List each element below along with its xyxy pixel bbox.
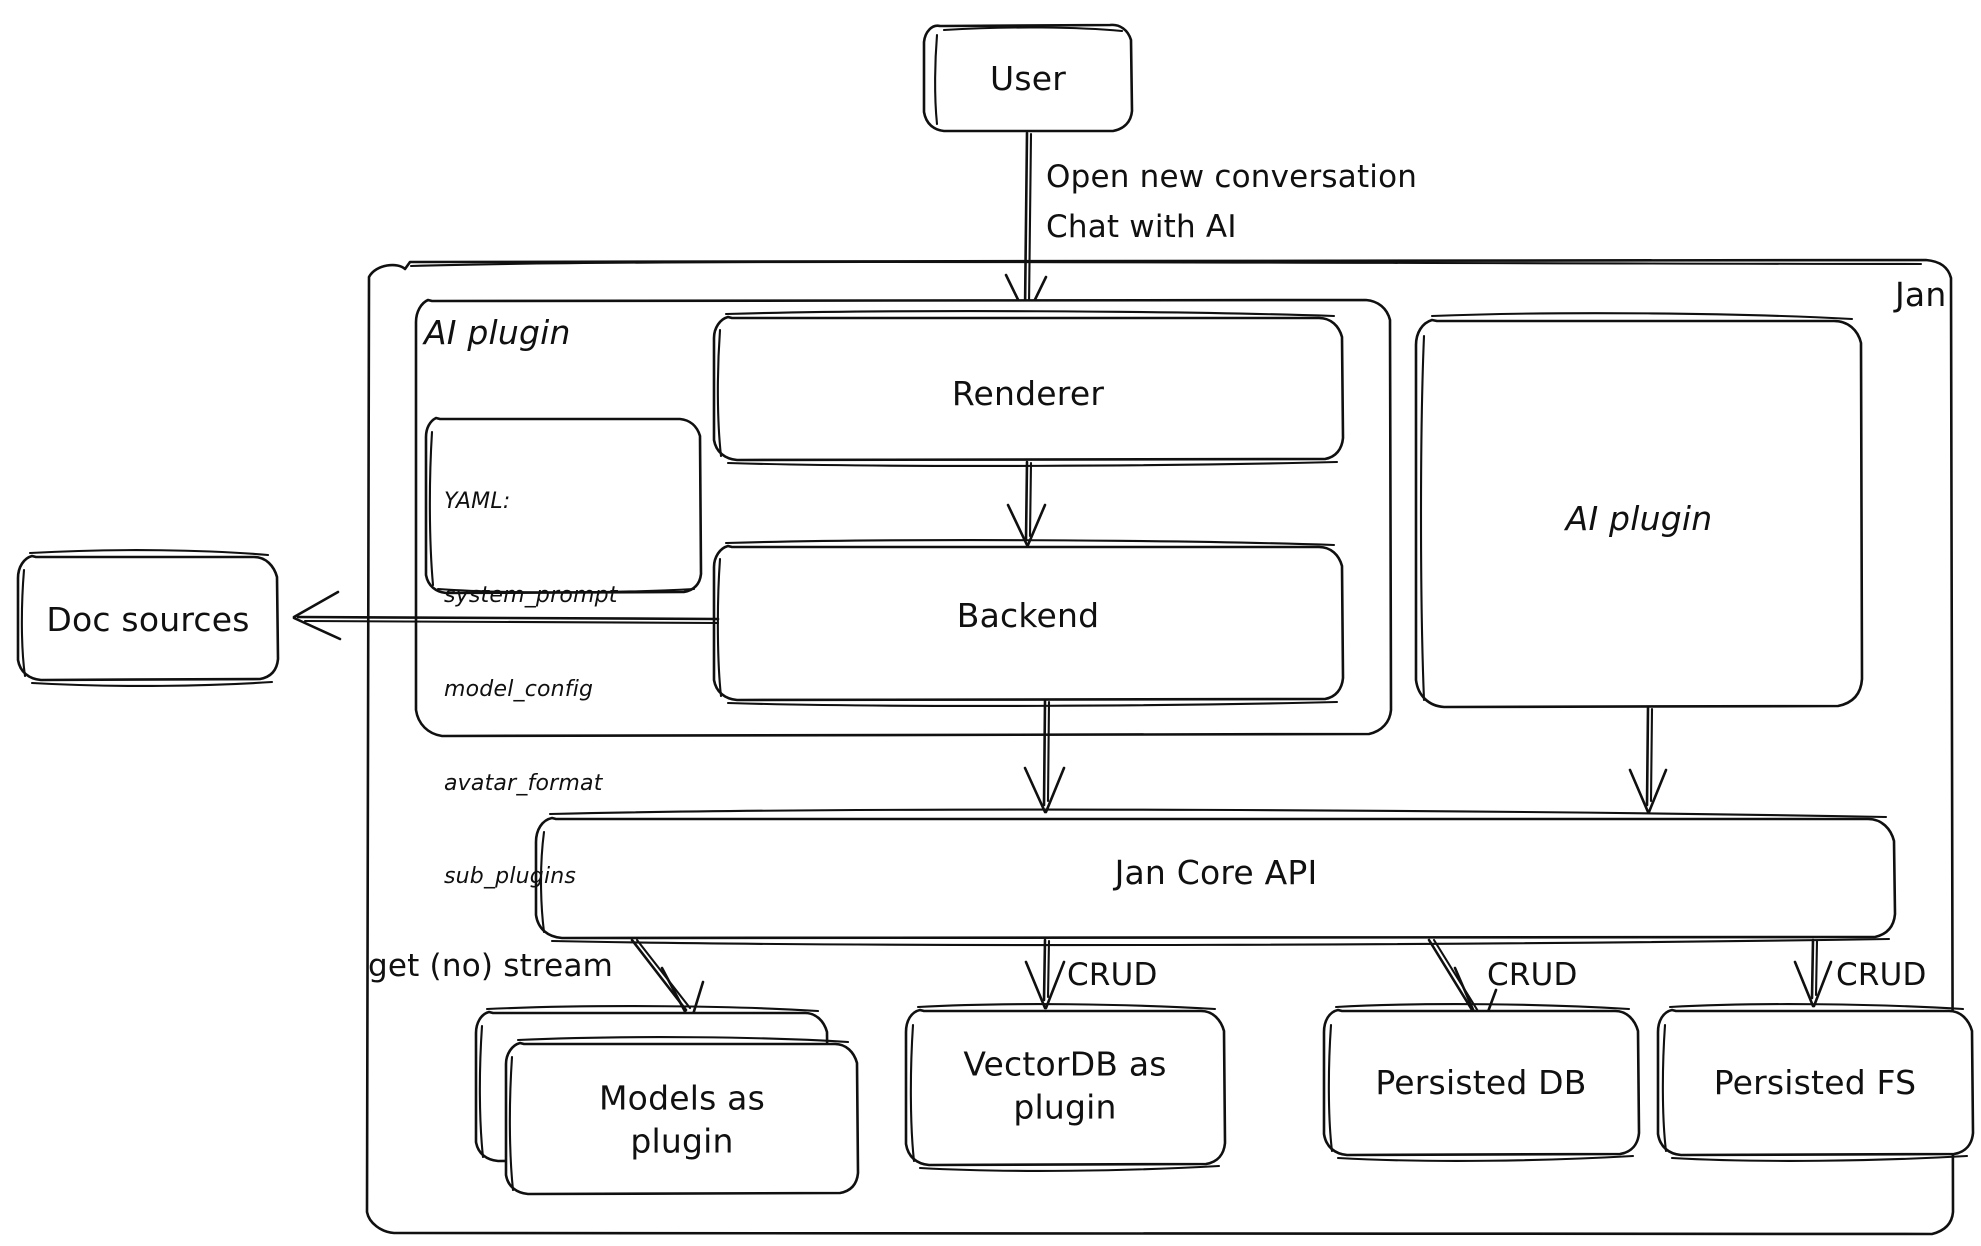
edge-label-crud-persisted-db: CRUD (1487, 957, 1578, 994)
yaml-item-avatar-format: avatar_format (444, 770, 603, 796)
yaml-item-model-config: model_config (444, 676, 594, 702)
renderer-label: Renderer (951, 373, 1105, 413)
models-plugin-label: Models as plugin (599, 993, 765, 1246)
backend-label: Backend (956, 595, 1100, 635)
edge-label-crud-persisted-fs: CRUD (1836, 957, 1927, 994)
vectordb-plugin-line1: VectorDB as plugin (963, 1044, 1167, 1126)
doc-sources-label: Doc sources (46, 599, 250, 639)
yaml-card-shape[interactable] (424, 416, 703, 595)
edge-core-to-persisted-fs (1793, 938, 1833, 1008)
edge-label-chat-with-ai: Chat with AI (1046, 209, 1237, 246)
backend-box-shape[interactable] (712, 539, 1345, 708)
persisted-db-label: Persisted DB (1375, 1062, 1587, 1102)
models-plugin-shape[interactable] (474, 1005, 860, 1196)
renderer-box-shape[interactable] (712, 310, 1345, 468)
jan-core-api-label: Jan Core API (1114, 852, 1318, 892)
edge-renderer-to-backend (1006, 460, 1047, 547)
edge-aiplugin-to-core (1628, 706, 1668, 814)
yaml-item-sub-plugins: sub_plugins (444, 864, 577, 890)
edge-label-get-no-stream: get (no) stream (368, 948, 614, 985)
yaml-card-text: YAML: system_prompt model_config avatar_… (444, 424, 618, 955)
user-label: User (989, 58, 1067, 98)
edge-backend-to-doc-sources (292, 590, 720, 641)
ai-plugin-box-shape[interactable] (1414, 312, 1864, 709)
vectordb-plugin-shape[interactable] (904, 1003, 1227, 1172)
user-box-shape[interactable] (922, 23, 1134, 133)
edge-backend-to-core (1023, 699, 1066, 814)
models-plugin-line1: Models as plugin (599, 1078, 765, 1160)
persisted-fs-label: Persisted FS (1713, 1062, 1917, 1102)
edge-core-to-models (630, 938, 705, 1023)
edge-core-to-vectordb (1024, 938, 1066, 1010)
persisted-fs-shape[interactable] (1656, 1003, 1975, 1162)
ai-plugin-box-label: AI plugin (1565, 498, 1713, 538)
ai-plugin-group-label: AI plugin (424, 312, 571, 352)
jan-core-api-shape[interactable] (534, 808, 1897, 947)
edge-label-crud-vectordb: CRUD (1067, 957, 1158, 994)
doc-sources-box-shape[interactable] (16, 549, 280, 688)
jan-container-label: Jan (1895, 274, 1947, 314)
yaml-heading: YAML: (444, 489, 511, 515)
edge-user-to-renderer (1004, 131, 1048, 318)
yaml-item-system-prompt: system_prompt (444, 583, 618, 609)
vectordb-plugin-label: VectorDB as plugin (963, 959, 1166, 1212)
persisted-db-shape[interactable] (1322, 1003, 1641, 1162)
edge-label-open-new-conversation: Open new conversation (1046, 159, 1418, 196)
